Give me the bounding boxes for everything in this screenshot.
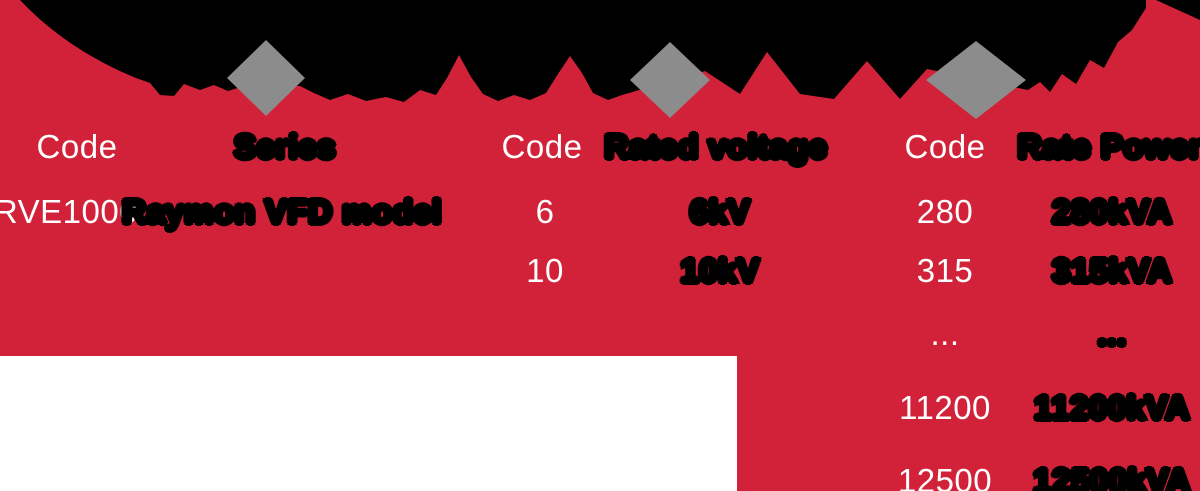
desc-cell: 280kVA xyxy=(1050,192,1173,232)
diamond-separator-icon xyxy=(926,41,1026,119)
code-cell: RVE1000 xyxy=(0,193,139,230)
title-smear-corner-shape xyxy=(1156,0,1200,20)
diamond-separator-icon xyxy=(227,40,305,116)
desc-cell: 6kV xyxy=(688,192,752,232)
code-cell: 11200 xyxy=(899,389,991,426)
desc-cell: 315kVA xyxy=(1050,251,1173,291)
desc-cell-ellipsis: ... xyxy=(1095,314,1128,354)
rate-power-header: Rate Power xyxy=(1016,127,1200,167)
code-cell: 315 xyxy=(916,252,974,289)
code-cell-ellipsis: ... xyxy=(930,315,960,352)
desc-cell: Raymon VFD model xyxy=(120,192,443,232)
code-cell: 12500 xyxy=(897,462,993,491)
code-cell: 6 xyxy=(535,193,555,230)
desc-cell: 11200kVA xyxy=(1032,388,1191,428)
desc-cell: 12500kVA xyxy=(1031,461,1192,491)
code-cell: 280 xyxy=(916,193,974,230)
code-header: Code xyxy=(904,128,986,165)
code-header: Code xyxy=(501,128,583,165)
desc-cell: 10kV xyxy=(678,251,761,291)
series-header: Series xyxy=(232,127,338,167)
rated-voltage-header: Rated voltage xyxy=(603,127,829,167)
code-cell: 10 xyxy=(526,252,564,289)
red-banner-lower-shape xyxy=(737,355,1200,491)
code-header: Code xyxy=(36,128,118,165)
diamond-separator-icon xyxy=(630,42,710,118)
